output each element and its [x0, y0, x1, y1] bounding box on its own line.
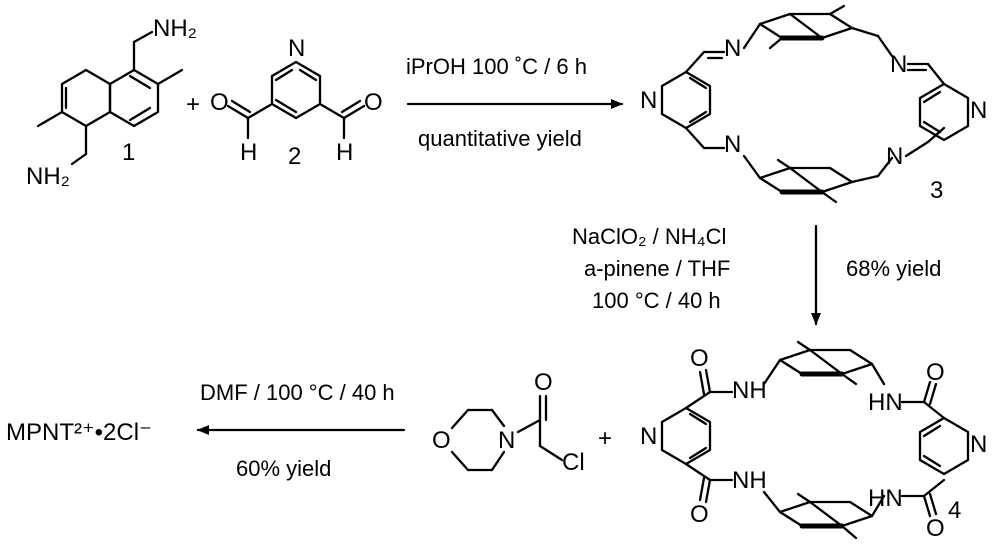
c3-pyridine-n-left: N [640, 87, 657, 114]
compound-4: N O NH O NH HN O [640, 340, 987, 542]
c4-amide-nh-2: NH [732, 467, 767, 494]
c4-amide-o-1: O [690, 345, 709, 372]
compound-1-number: 1 [122, 139, 135, 166]
c4-amide-o-4: O [926, 515, 945, 542]
step2-yield: 68% yield [846, 256, 941, 281]
compound-3: N N N N N [640, 4, 987, 204]
plus-sign-2: + [598, 425, 612, 452]
morpholine-o-label: O [432, 427, 451, 454]
c3-imine-n-2: N [724, 131, 741, 158]
amide-n-label: N [498, 427, 515, 454]
compound-3-number: 3 [930, 177, 943, 204]
step2-temperature-time: 100 °C / 40 h [592, 288, 721, 313]
amine-bottom-label: NH₂ [26, 163, 70, 190]
c4-amide-hn-2: HN [868, 485, 903, 512]
aldehyde-h-left: H [240, 139, 257, 166]
c4-amide-o-3: O [926, 359, 945, 386]
carbonyl-o-label: O [534, 369, 553, 396]
aldehyde-h-right: H [336, 139, 353, 166]
c4-pyridine-n-left: N [640, 423, 657, 450]
compound-1: NH₂ NH₂ 1 [26, 15, 197, 190]
pyridine-n-label: N [288, 35, 305, 62]
c4-amide-o-2: O [690, 501, 709, 528]
step3-yield: 60% yield [236, 456, 331, 481]
c3-imine-n-3: N [890, 51, 907, 78]
step2-reagents: NaClO₂ / NH₄Cl [572, 224, 726, 249]
amine-top-label: NH₂ [153, 15, 197, 42]
c4-amide-nh-1: NH [732, 377, 767, 404]
compound-4-number: 4 [948, 497, 961, 524]
step2-additive-solvent: a-pinene / THF [584, 256, 730, 281]
step1-yield: quantitative yield [418, 126, 582, 151]
c4-pyridine-n-right: N [970, 431, 987, 458]
c3-pyridine-n-right: N [970, 97, 987, 124]
aldehyde-o-left: O [210, 89, 229, 116]
step3-conditions: DMF / 100 °C / 40 h [200, 380, 395, 405]
chloro-label: Cl [562, 449, 585, 476]
chloroacetyl-morpholine: O N O Cl [432, 369, 585, 476]
c3-imine-n-4: N [886, 143, 903, 170]
step1-conditions: iPrOH 100 ˚C / 6 h [406, 54, 587, 79]
c3-imine-n-1: N [724, 35, 741, 62]
aldehyde-o-right: O [364, 89, 383, 116]
product-label: MPNT²⁺•2Cl⁻ [6, 419, 152, 446]
c4-amide-hn-1: HN [868, 389, 903, 416]
compound-2-number: 2 [288, 143, 301, 170]
plus-sign-1: + [186, 91, 200, 118]
compound-2: N O O H H 2 [210, 35, 383, 170]
